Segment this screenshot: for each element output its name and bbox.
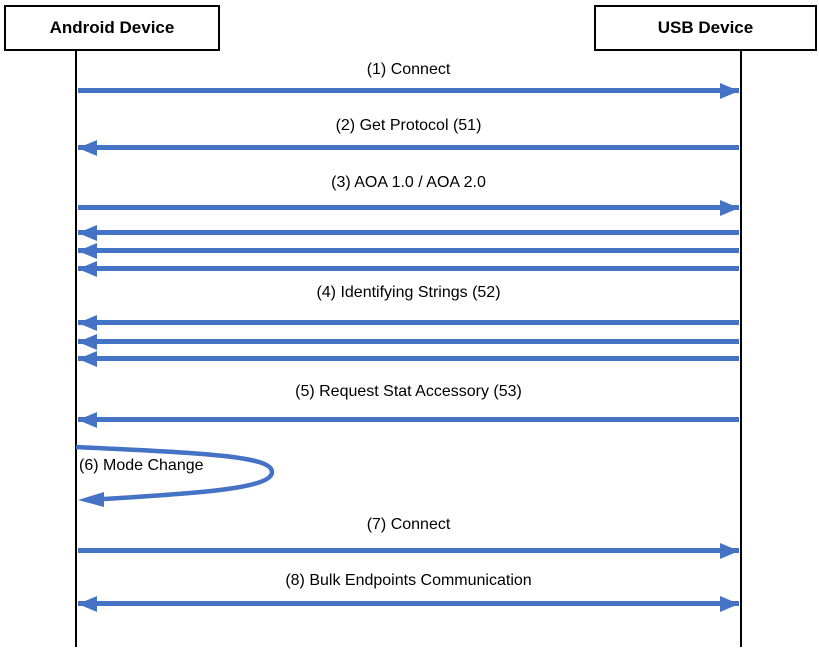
- arrow-3-left-2: [78, 248, 739, 253]
- arrow-1-right: [78, 88, 739, 93]
- message-label-5: (5) Request Stat Accessory (53): [295, 383, 522, 400]
- self-loop-arrowhead: [78, 492, 104, 507]
- arrow-3-left-1: [78, 230, 739, 235]
- arrow-6-self-loop: [75, 444, 275, 507]
- arrow-4-left-3: [78, 356, 739, 361]
- message-label-8: (8) Bulk Endpoints Communication: [285, 572, 532, 589]
- self-loop-curve: [75, 444, 275, 502]
- message-label-4: (4) Identifying Strings (52): [316, 284, 501, 301]
- message-label-1: (1) Connect: [366, 61, 451, 78]
- actor-label-android: Android Device: [49, 18, 175, 37]
- lifeline-usb: [740, 51, 742, 647]
- arrow-7-right: [78, 548, 739, 553]
- arrow-8-both: [78, 601, 739, 606]
- arrow-5-left: [78, 417, 739, 422]
- message-label-3: (3) AOA 1.0 / AOA 2.0: [331, 174, 486, 191]
- message-label-7: (7) Connect: [366, 516, 451, 533]
- actor-box-android: Android Device: [4, 5, 220, 51]
- message-label-2: (2) Get Protocol (51): [335, 117, 482, 134]
- message-label-6: (6) Mode Change: [79, 457, 204, 474]
- arrow-3-left-3: [78, 266, 739, 271]
- actor-box-usb: USB Device: [594, 5, 817, 51]
- arrow-2-left: [78, 145, 739, 150]
- arrow-3-right: [78, 205, 739, 210]
- lifeline-android: [75, 51, 77, 647]
- arrow-4-left-1: [78, 320, 739, 325]
- arrow-4-left-2: [78, 339, 739, 344]
- actor-label-usb: USB Device: [657, 18, 754, 37]
